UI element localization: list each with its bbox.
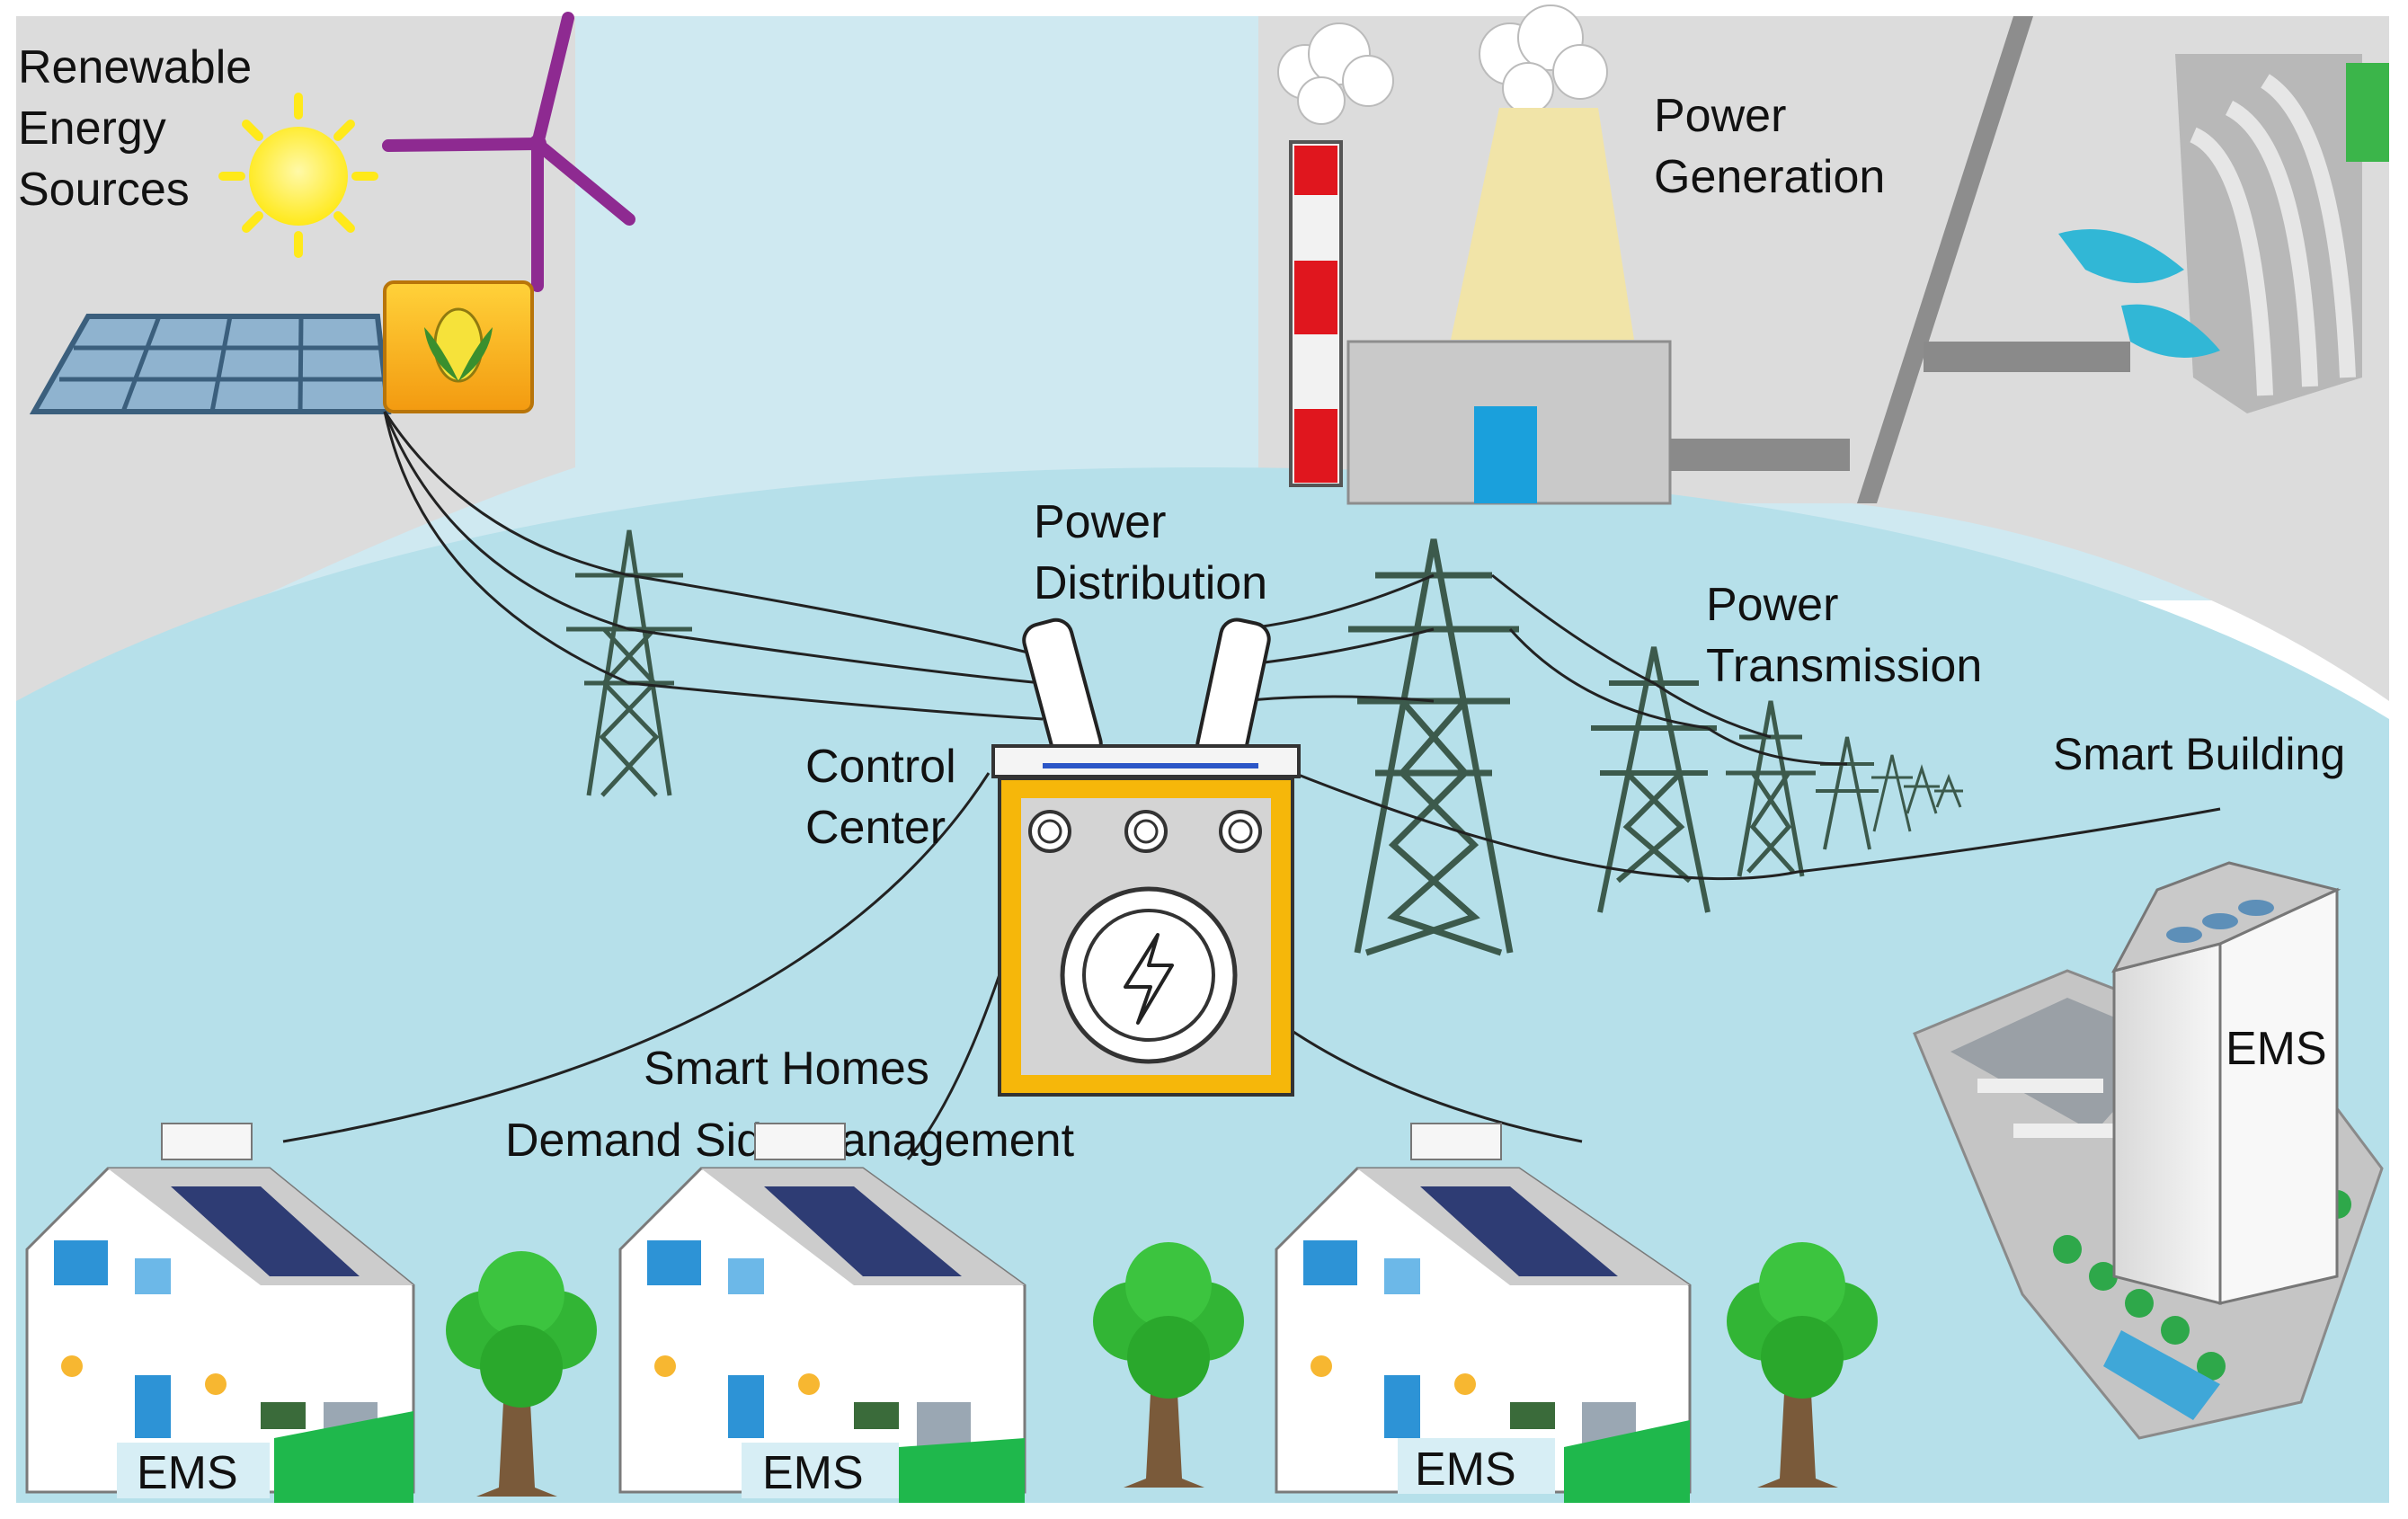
home-1-ems-label: EMS	[137, 1447, 238, 1499]
power-distribution-label-line-1: Power	[1034, 496, 1166, 548]
renewable-energy-sources: Renewable Energy Sources	[18, 12, 635, 414]
renewable-label: Renewable Energy Sources	[18, 41, 265, 216]
campus-window-row	[1977, 1079, 2103, 1093]
wind-turbine-icon	[382, 12, 635, 292]
power-generation-label: Power Generation	[1654, 90, 1885, 203]
power-transmission-label-line-1: Power	[1706, 579, 1838, 631]
tree-icon	[446, 1251, 597, 1497]
transmission-tower-icon	[1871, 754, 1913, 832]
power-distribution-label-line-2: Distribution	[1034, 557, 1267, 609]
home-2-ems-label: EMS	[762, 1447, 864, 1499]
smart-homes-label: Smart Homes	[644, 1043, 929, 1095]
smart-homes: EMS EMS	[25, 1123, 1692, 1503]
diagonal-pipe	[1857, 16, 2033, 503]
power-transmission-label-line-2: Transmission	[1706, 640, 1982, 692]
lightning-bolt-icon	[1124, 933, 1174, 1025]
solar-panel-icon	[29, 314, 392, 414]
chimney-icon	[1289, 140, 1343, 487]
trees	[446, 1242, 1878, 1497]
control-center-label-line-1: Control	[805, 741, 956, 793]
plant-door	[1474, 406, 1537, 503]
smart-building-label: Smart Building	[2053, 729, 2345, 779]
control-center-label-line-2: Center	[805, 802, 946, 854]
tree-icon	[1093, 1242, 1244, 1488]
building-ems-label: EMS	[2226, 1023, 2327, 1075]
smart-home-3: EMS	[1275, 1123, 1692, 1503]
campus-pool	[2103, 1330, 2220, 1420]
transmission-tower-icon	[1348, 538, 1519, 956]
control-center-label: Control Center	[805, 741, 969, 854]
tree-icon	[1727, 1242, 1878, 1488]
office-tower-side	[2218, 887, 2339, 1305]
dam-pipe	[1924, 342, 2130, 372]
power-generation-label-line-1: Power	[1654, 90, 1786, 142]
smart-home-1: EMS	[25, 1123, 415, 1503]
renewable-label-line-1: Renewable	[18, 41, 252, 93]
power-generation-label-line-2: Generation	[1654, 151, 1885, 203]
transmission-towers	[566, 529, 1963, 956]
campus-window-row	[2013, 1124, 2139, 1138]
transmission-tower-icon	[1934, 773, 1963, 808]
power-generation: Power Generation	[1277, 4, 2389, 505]
steam-cloud-icon	[1479, 4, 1608, 114]
smart-home-2: EMS	[618, 1123, 1026, 1503]
renewable-label-line-3: Sources	[18, 164, 190, 216]
office-tower	[2112, 942, 2222, 1305]
biomass-icon	[383, 280, 534, 413]
cooling-tower-icon	[1451, 108, 1634, 340]
smart-building: EMS	[1913, 861, 2384, 1440]
home-3-ems-label: EMS	[1415, 1443, 1516, 1496]
control-center-transformer	[991, 617, 1301, 1097]
transmission-tower-icon	[1726, 700, 1816, 877]
transmission-tower-icon	[1904, 764, 1940, 814]
rooftop-solar-icon	[2166, 900, 2274, 943]
smoke-cloud-icon	[1277, 22, 1394, 125]
hydro-dam-icon	[2058, 54, 2389, 413]
power-distribution-label: Power Distribution	[1034, 496, 1267, 609]
sun-icon	[218, 93, 378, 258]
transmission-tower-icon	[1591, 646, 1717, 913]
plant-pipe	[1670, 439, 1850, 471]
renewable-label-line-2: Energy	[18, 102, 166, 155]
power-transmission-label: Power Transmission	[1706, 579, 1982, 692]
